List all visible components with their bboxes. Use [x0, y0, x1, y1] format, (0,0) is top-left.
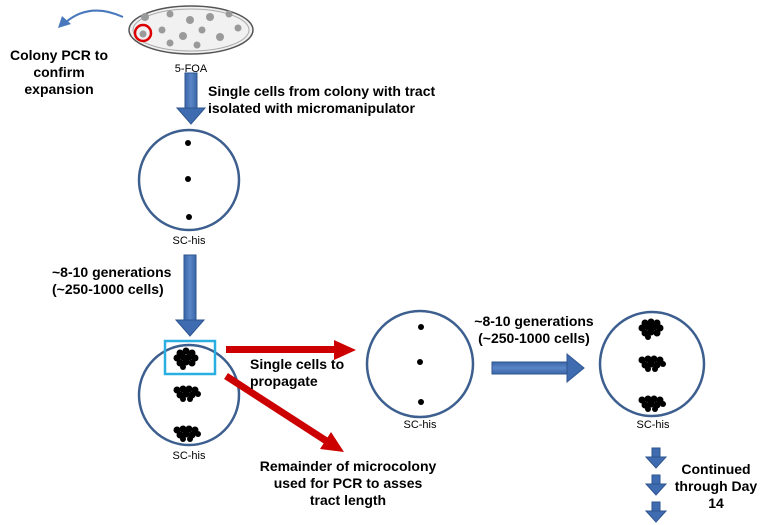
foa-colonies: [139, 10, 242, 49]
arrow-down-2: [174, 254, 206, 337]
cell: [185, 140, 191, 146]
colony-pcr-label: Colony PCR to confirm expansion: [10, 47, 108, 97]
plate-schis-1-label: SC-his: [172, 235, 206, 247]
plate-schis-4: [598, 310, 706, 418]
plate-schis-3: [365, 309, 475, 419]
microcolony-top: [638, 318, 664, 340]
red-arrow-right: [226, 340, 356, 360]
plate-5foa: [128, 5, 254, 55]
cell: [418, 399, 424, 405]
microcolony-highlight-box: [163, 339, 217, 376]
cell: [417, 359, 423, 365]
cell: [186, 214, 192, 220]
plate-schis-2: [137, 339, 241, 447]
continued-arrows: [644, 447, 668, 523]
microcolony-middle: [173, 385, 201, 402]
plate-schis-4-label: SC-his: [636, 419, 670, 431]
microcolony-middle: [638, 355, 666, 372]
red-arrow-diagonal: [224, 373, 344, 452]
curved-arrow-head: [58, 16, 71, 28]
arrow-right: [491, 352, 585, 384]
plate-schis-1: [137, 128, 241, 232]
microcolony-bottom: [638, 395, 666, 412]
microcolony-bottom: [173, 425, 201, 442]
generations-1-label: ~8-10 generations (~250-1000 cells): [52, 264, 172, 297]
remainder-label: Remainder of microcolony used for PCR to…: [259, 458, 437, 508]
plate-5foa-label: 5-FOA: [174, 63, 208, 75]
plate-schis-3-label: SC-his: [403, 419, 437, 431]
microcolony-top: [173, 347, 199, 370]
single-cells-isolated-label: Single cells from colony with tract isol…: [208, 83, 436, 116]
continued-label: Continued through Day 14: [674, 461, 758, 511]
arrow-down-1: [175, 72, 207, 125]
single-cells-propagate-label: Single cells to propagate: [250, 356, 345, 389]
generations-2-label: ~8-10 generations (~250-1000 cells): [474, 313, 594, 346]
cell: [185, 176, 191, 182]
selected-colony-ring: [133, 23, 153, 43]
plate-schis-2-label: SC-his: [172, 450, 206, 462]
curved-arrow-to-pcr: [65, 9, 124, 23]
cell: [418, 324, 424, 330]
